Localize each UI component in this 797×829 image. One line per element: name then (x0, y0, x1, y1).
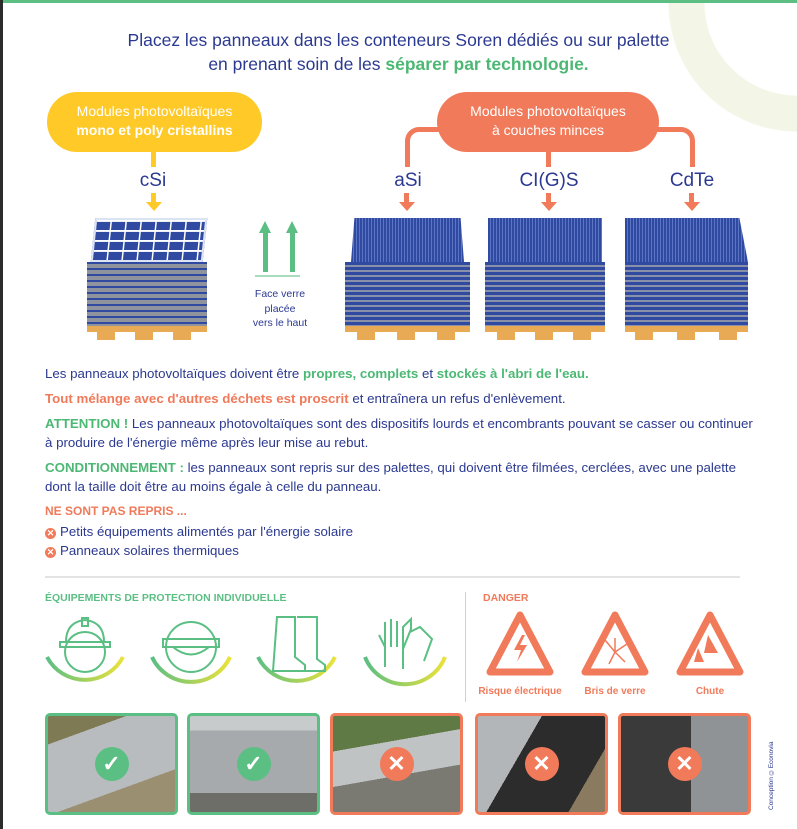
danger-label-electric: Risque électrique (478, 686, 562, 697)
connector (151, 152, 156, 167)
ppe-heading: ÉQUIPEMENTS DE PROTECTION INDIVIDUELLE (45, 592, 287, 604)
arrow-head (146, 202, 162, 211)
crystalline-line2: mono et poly cristallins (76, 122, 233, 138)
orientation-line2: placée (264, 302, 296, 315)
orientation-note: Face verre placée vers le haut (235, 287, 325, 331)
gloves-icon (363, 616, 447, 687)
arrow-head (684, 202, 700, 211)
tech-label-cdte: CdTe (669, 170, 715, 191)
arrow-head (259, 221, 271, 233)
ppe-icons (45, 616, 447, 687)
electric-hazard-icon (486, 611, 554, 676)
credit: Conception ©Econovia (768, 741, 775, 810)
section-divider (465, 592, 466, 702)
title-line-1: Placez les panneaux dans les conteneurs … (127, 30, 670, 50)
check-icon: ✓ (94, 747, 129, 781)
broken-glass-icon (581, 611, 649, 676)
paragraph-cleanliness: Les panneaux photovoltaïques doivent êtr… (45, 366, 589, 381)
title-text: en prenant soin de les (208, 54, 386, 74)
thin-film-line2: à couches minces (491, 122, 605, 138)
helmet-icon (45, 617, 125, 682)
cross-icon: ✕ (45, 547, 56, 558)
connector (546, 152, 551, 167)
photo-correct-pallet: ✓ (187, 713, 320, 815)
not-accepted-item: ✕Petits équipements alimentés par l'éner… (45, 524, 354, 539)
arrow-down-icon (546, 193, 551, 203)
orientation-line1: Face verre (254, 288, 306, 300)
tech-label-asi: aSi (394, 170, 422, 191)
cross-icon: ✕ (379, 747, 414, 781)
asi-panel-stack (345, 218, 470, 340)
orientation-line3: vers le haut (252, 317, 308, 329)
pallet (87, 326, 207, 332)
photo-incorrect-pallet: ✕ (618, 713, 751, 815)
crystalline-line1: Modules photovoltaïques (76, 103, 233, 119)
arrow-down-icon (689, 193, 694, 203)
danger-heading: DANGER (483, 592, 529, 604)
falling-hazard-icon (676, 611, 744, 676)
cigs-panel-stack (485, 218, 605, 340)
arrow-head (286, 221, 298, 233)
cross-icon: ✕ (524, 747, 559, 781)
up-arrow-icon (290, 232, 295, 272)
paragraph-packaging: CONDITIONNEMENT : les panneaux sont repr… (45, 460, 737, 494)
crystalline-pill: Modules photovoltaïques mono et poly cri… (47, 92, 262, 152)
photo-correct-pallet: ✓ (45, 713, 178, 815)
panel-layers (87, 262, 207, 326)
goggles-icon (150, 621, 232, 684)
not-accepted-heading: NE SONT PAS REPRIS ... (45, 504, 187, 518)
page-border (0, 0, 3, 829)
cdte-panel-stack (625, 218, 748, 340)
boots-icon (256, 616, 337, 683)
title-line-2: en prenant soin de les séparer par techn… (0, 54, 797, 75)
check-icon: ✓ (236, 747, 271, 781)
thin-film-line1: Modules photovoltaïques (470, 103, 626, 119)
danger-label-fall: Chute (695, 686, 725, 697)
top-accent-bar (3, 0, 797, 3)
csi-panel-stack (85, 218, 210, 340)
danger-icons (486, 611, 744, 676)
arrow-down-icon (404, 193, 409, 203)
not-accepted-item: ✕Panneaux solaires thermiques (45, 543, 239, 558)
photo-incorrect-pallet: ✕ (330, 713, 463, 815)
solar-panel-icon (90, 218, 208, 262)
arrow-down-icon (151, 193, 156, 203)
danger-label-glass: Bris de verre (584, 686, 646, 697)
paragraph-mixing: Tout mélange avec d'autres déchets est p… (45, 391, 566, 406)
arrow-head (541, 202, 557, 211)
connector (690, 155, 695, 167)
cross-icon: ✕ (667, 747, 702, 781)
arrow-head (399, 202, 415, 211)
connector (405, 155, 410, 167)
up-arrow-icon (263, 232, 268, 272)
photo-incorrect-pallet: ✕ (475, 713, 608, 815)
title-highlight: séparer par technologie. (385, 54, 589, 74)
tech-label-csi: cSi (139, 170, 167, 191)
divider (45, 576, 740, 578)
tech-label-cigs: CI(G)S (519, 170, 579, 191)
surface-line (255, 275, 300, 277)
cross-icon: ✕ (45, 528, 56, 539)
thin-film-pill: Modules photovoltaïques à couches minces (437, 92, 659, 152)
decorative-arc (660, 3, 797, 218)
paragraph-warning: ATTENTION ! Les panneaux photovoltaïques… (45, 416, 753, 450)
